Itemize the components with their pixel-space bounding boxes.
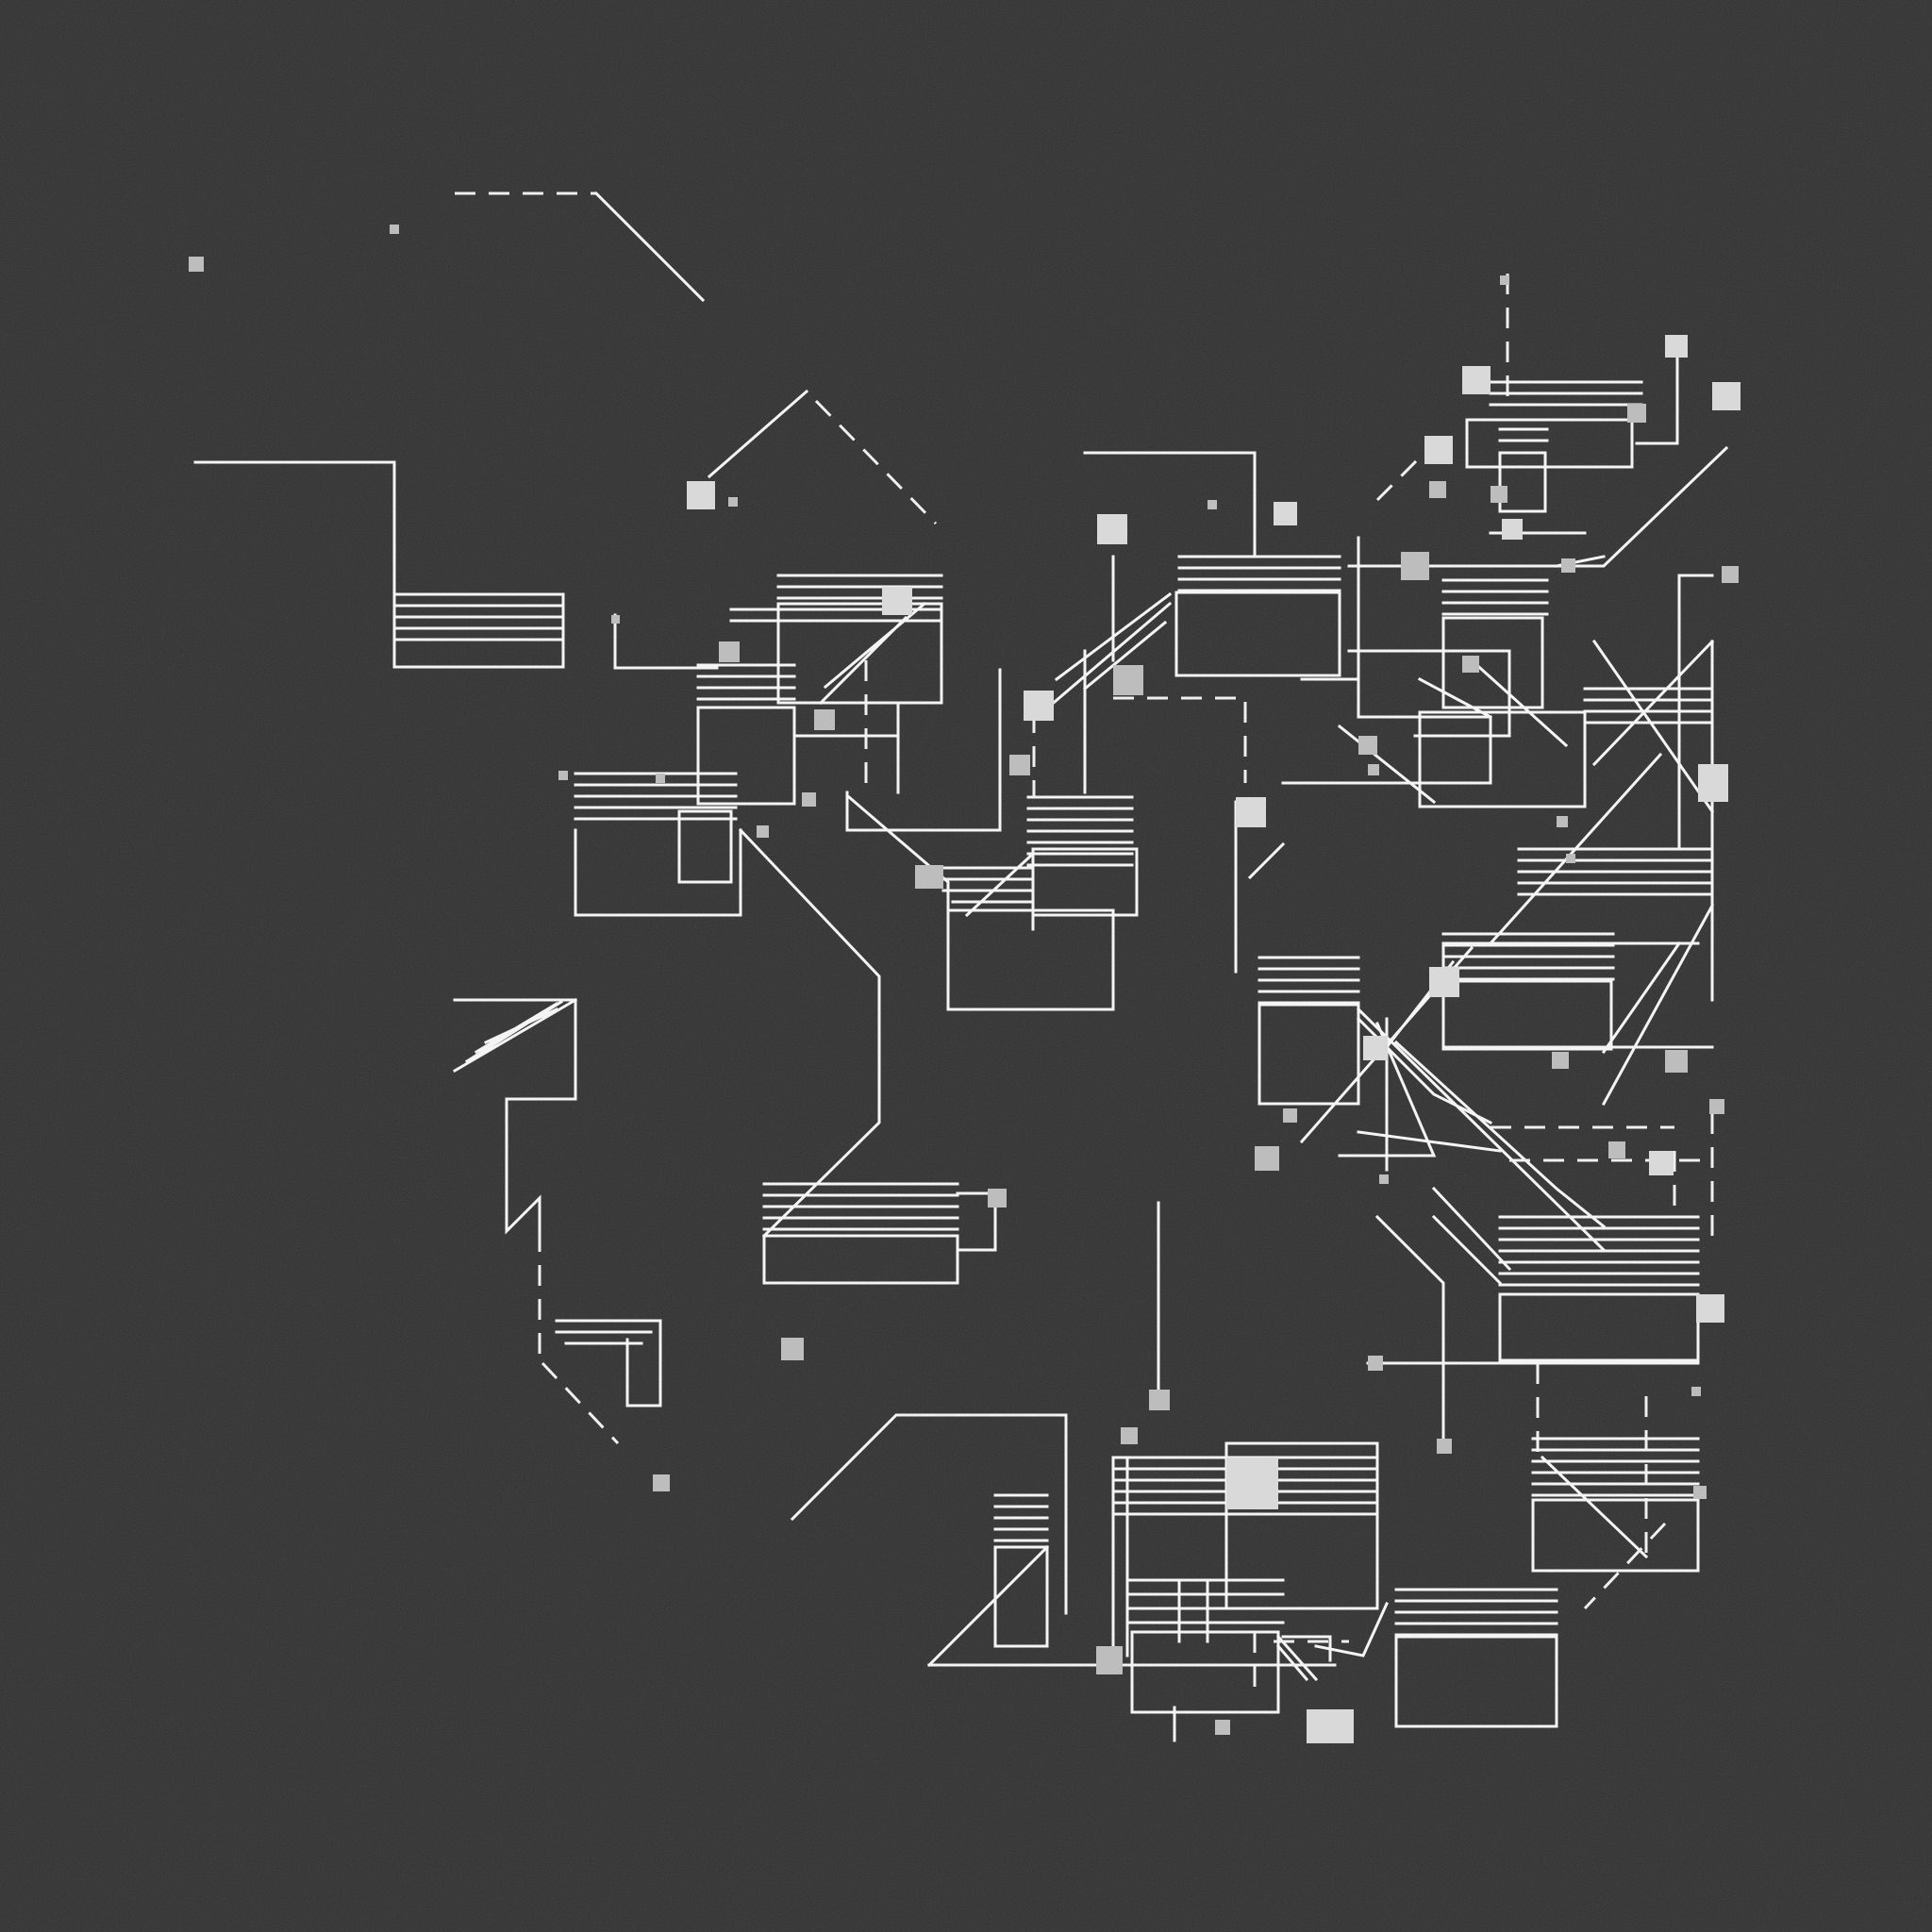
left-column-strokes: [452, 997, 997, 1445]
decorative-squares: [189, 225, 1740, 1743]
top-right-cluster: [1347, 274, 1729, 568]
center-right-boxes: [1040, 536, 1587, 808]
right-frames: [1257, 574, 1715, 1253]
bottom-right-boxes: [1394, 1396, 1700, 1728]
center-structures: [845, 451, 1286, 1011]
upper-middle-boxes: [574, 574, 943, 1239]
right-dashed-grid: [1366, 1113, 1714, 1453]
top-left-strokes: [193, 191, 938, 669]
